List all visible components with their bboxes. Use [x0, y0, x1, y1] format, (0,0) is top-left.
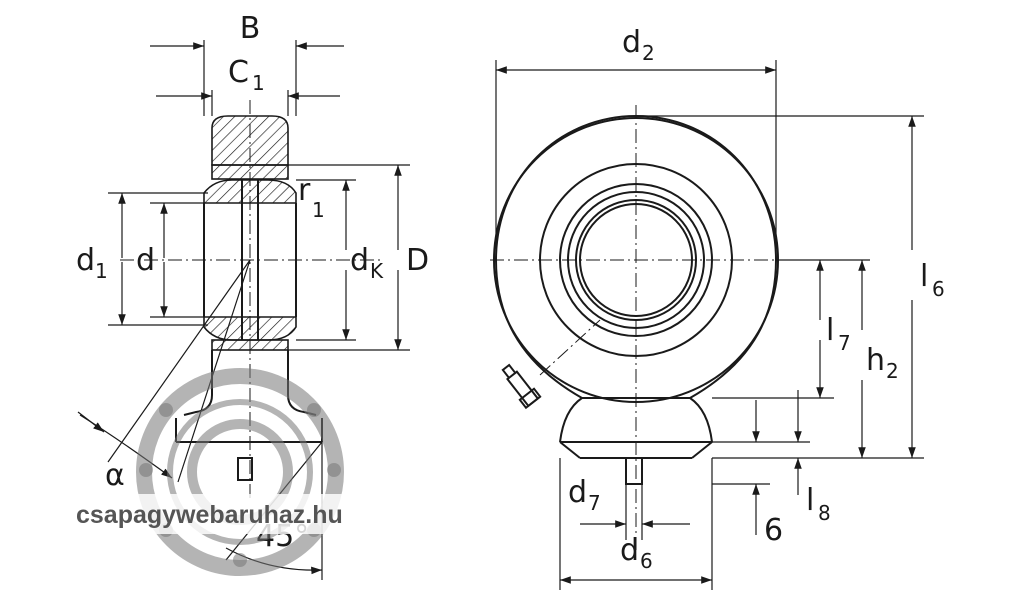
front-view: d 2 l 6 l 7 h 2 l 8 6 d	[490, 25, 945, 590]
dim-C1-sub: 1	[252, 71, 265, 95]
dim-dK: d	[350, 243, 369, 278]
dim-r1-sub: 1	[312, 198, 325, 222]
dim-l8: l	[806, 483, 814, 518]
dim-l7-sub: 7	[838, 331, 851, 355]
dim-l6-sub: 6	[932, 277, 945, 301]
dim-h2: h	[866, 343, 885, 378]
dim-d: d	[136, 243, 155, 278]
dim-C1: C	[228, 55, 249, 90]
dim-B: B	[240, 11, 261, 46]
dim-d7-sub: 7	[588, 491, 601, 515]
dim-d7: d	[568, 475, 587, 510]
dim-d1: d	[76, 243, 95, 278]
dim-l8-sub: 8	[818, 501, 831, 525]
dim-d1-sub: 1	[95, 259, 108, 283]
dim-d6-sub: 6	[640, 549, 653, 573]
dim-six: 6	[764, 513, 783, 548]
watermark: csapagywebaruhaz.hu	[60, 368, 400, 576]
bearing-logo-icon	[136, 368, 344, 576]
dim-d2: d	[622, 25, 641, 60]
dim-l6: l	[920, 259, 928, 294]
dim-d6: d	[620, 533, 639, 568]
housing-top-section	[211, 115, 289, 166]
dim-dK-sub: K	[370, 259, 384, 283]
dim-l7: l	[826, 313, 834, 348]
dim-h2-sub: 2	[886, 359, 899, 383]
grease-nipple-icon	[501, 363, 542, 410]
dim-alpha: α	[105, 458, 125, 493]
dim-D: D	[406, 243, 429, 278]
dim-r1: r	[298, 173, 311, 208]
dim-d2-sub: 2	[642, 41, 655, 65]
watermark-text: csapagywebaruhaz.hu	[76, 501, 343, 529]
